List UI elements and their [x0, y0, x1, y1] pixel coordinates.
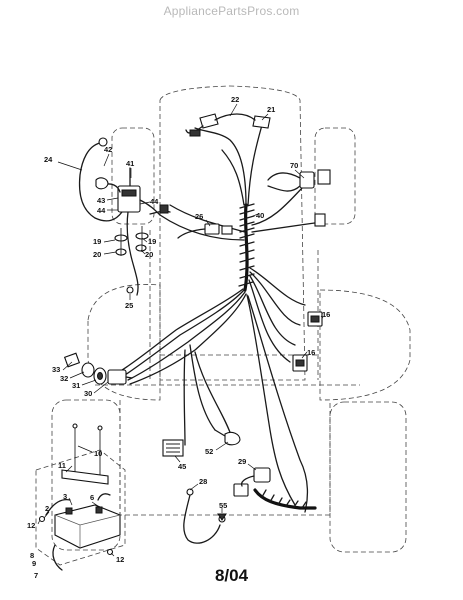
- part-45: [162, 439, 184, 457]
- callout-24: 24: [44, 155, 53, 164]
- callout-16-lower: 16: [307, 348, 315, 357]
- callout-40: 40: [256, 211, 264, 220]
- callout-45: 45: [178, 462, 186, 471]
- callout-22: 22: [231, 95, 239, 104]
- callout-19-left: 19: [93, 237, 101, 246]
- callout-33: 33: [52, 365, 60, 374]
- callout-20-right: 20: [145, 250, 153, 259]
- connector-26: [177, 223, 233, 239]
- watermark: AppliancePartsPros.com: [163, 4, 300, 18]
- callout-2: 2: [45, 504, 49, 513]
- callout-3: 3: [63, 492, 67, 501]
- screw-55: [217, 513, 227, 521]
- callouts: 22 21 42 41 24 70 43 44 44 26 40 19 19 2…: [27, 95, 330, 580]
- switch-16-lower: [292, 354, 308, 372]
- tractor-outline: [51, 85, 411, 553]
- callout-31: 31: [72, 381, 80, 390]
- callout-44-right: 44: [150, 197, 159, 206]
- connector-group-30-33: [63, 352, 133, 385]
- callout-43: 43: [97, 196, 105, 205]
- callout-44-left: 44: [97, 206, 106, 215]
- callout-41: 41: [126, 159, 134, 168]
- ignition-assembly: [78, 137, 171, 296]
- callout-8: 8: [30, 551, 34, 560]
- leader-lines: [37, 103, 324, 557]
- callout-52: 52: [205, 447, 213, 456]
- callout-19-right: 19: [148, 237, 156, 246]
- connector-70: [267, 169, 331, 227]
- switch-16-upper: [307, 311, 323, 327]
- callout-20-left: 20: [93, 250, 101, 259]
- callout-21: 21: [267, 105, 275, 114]
- callout-9: 9: [32, 559, 36, 568]
- callout-11: 11: [58, 461, 66, 470]
- callout-12-right: 12: [116, 555, 124, 564]
- callout-10: 10: [94, 449, 102, 458]
- callout-30: 30: [84, 389, 92, 398]
- callout-16-upper: 16: [322, 310, 330, 319]
- callout-70: 70: [290, 161, 298, 170]
- callout-26: 26: [195, 212, 203, 221]
- battery-assembly: [38, 423, 121, 571]
- callout-28: 28: [199, 477, 207, 486]
- main-harness: [121, 124, 323, 513]
- headlight-harness-22: [185, 113, 271, 137]
- callout-6: 6: [90, 493, 94, 502]
- part-29: [233, 467, 271, 497]
- page-date-label: 8/04: [214, 566, 249, 585]
- callout-55: 55: [219, 501, 227, 510]
- part-52: [214, 429, 241, 446]
- callout-32: 32: [60, 374, 68, 383]
- callout-25: 25: [125, 301, 133, 310]
- callout-42: 42: [104, 145, 112, 154]
- callout-12-left: 12: [27, 521, 35, 530]
- callout-29: 29: [238, 457, 246, 466]
- callout-7: 7: [34, 571, 38, 580]
